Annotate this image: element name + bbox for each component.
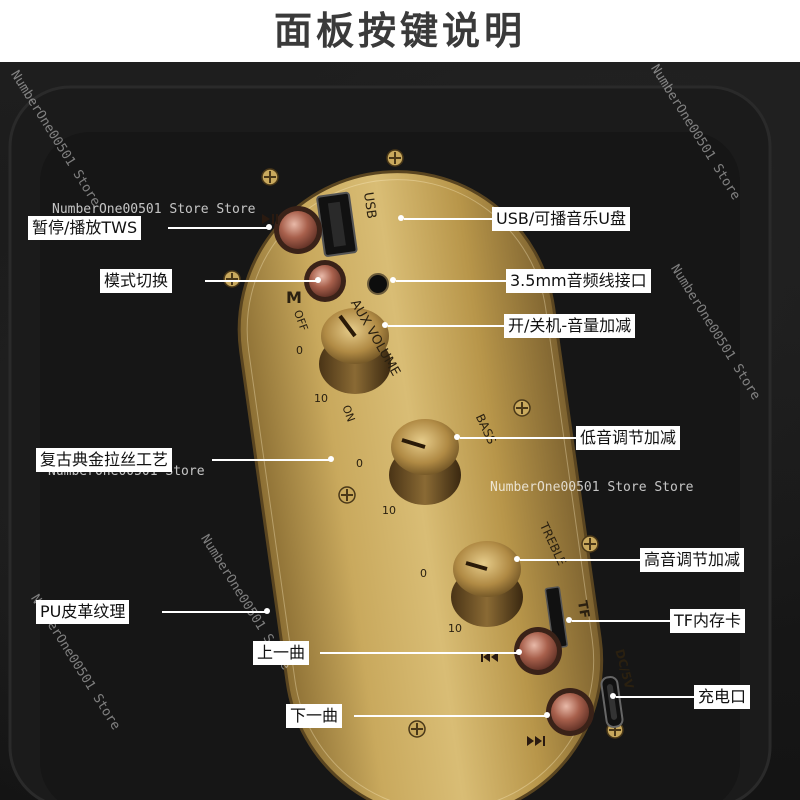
callout-line: [388, 325, 504, 327]
callout-dot: [328, 456, 334, 462]
callout-dot: [610, 693, 616, 699]
label-retro-gold: 复古典金拉丝工艺: [36, 448, 173, 472]
label-pause-play: 暂停/播放TWS: [28, 216, 142, 240]
callout-dot: [514, 556, 520, 562]
callout-dot: [398, 215, 404, 221]
label-usb: USB/可播音乐U盘: [492, 207, 630, 231]
callout-line: [520, 559, 640, 561]
label-treble: 高音调节加减: [640, 548, 745, 572]
panel-treble-ten: 10: [448, 622, 462, 635]
label-tf: TF内存卡: [670, 609, 745, 633]
label-next-track: 下一曲: [286, 704, 343, 728]
panel-bass-ten: 10: [382, 504, 396, 517]
callout-dot: [544, 712, 550, 718]
callout-line: [168, 227, 268, 229]
callout-line: [354, 715, 546, 717]
label-prev-track: 上一曲: [253, 641, 310, 665]
watermark: NumberOne00501 Store Store: [490, 480, 694, 495]
callout-dot: [454, 434, 460, 440]
callout-dot: [266, 224, 272, 230]
callout-line: [205, 280, 317, 282]
panel-treble-zero: 0: [420, 567, 427, 580]
label-charge: 充电口: [694, 685, 751, 709]
callout-line: [404, 218, 492, 220]
panel-tf-text: TF: [573, 599, 592, 620]
panel-m-text: M: [286, 288, 302, 307]
panel-volume-zero: 0: [296, 344, 303, 357]
label-aux: 3.5mm音频线接口: [506, 269, 651, 293]
callout-line: [396, 280, 506, 282]
callout-line: [616, 696, 694, 698]
callout-dot: [315, 277, 321, 283]
callout-line: [320, 652, 518, 654]
label-bass: 低音调节加减: [576, 426, 681, 450]
label-pu-leather: PU皮革纹理: [36, 600, 130, 624]
callout-line: [460, 437, 576, 439]
callout-dot: [516, 649, 522, 655]
callout-dot: [264, 608, 270, 614]
callout-dot: [566, 617, 572, 623]
panel-volume-ten: 10: [314, 392, 328, 405]
panel-bass-zero: 0: [356, 457, 363, 470]
callout-dot: [390, 277, 396, 283]
callout-line: [162, 611, 266, 613]
label-power-volume: 开/关机-音量加减: [504, 314, 636, 338]
callout-line: [212, 459, 330, 461]
callout-dot: [382, 322, 388, 328]
page-title: 面板按键说明: [0, 0, 800, 62]
watermark: NumberOne00501 Store Store: [52, 202, 256, 217]
label-mode-switch: 模式切换: [100, 269, 173, 293]
callout-line: [572, 620, 670, 622]
